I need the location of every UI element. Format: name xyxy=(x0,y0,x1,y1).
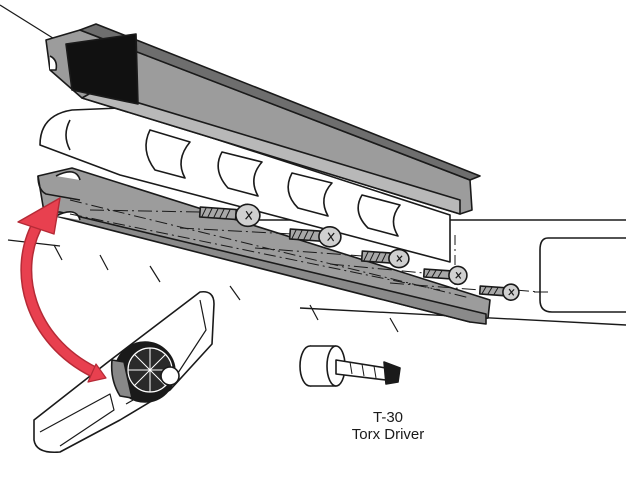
gear-assembly-icon xyxy=(33,290,215,454)
leader-line xyxy=(0,4,57,41)
lower-bracket xyxy=(7,167,491,325)
dark-block xyxy=(65,33,139,105)
tool-caption: T-30 Torx Driver xyxy=(318,409,458,443)
tool-size-label: T-30 xyxy=(372,409,403,426)
tool-name-label: Torx Driver xyxy=(351,426,425,443)
screw-icon xyxy=(360,248,410,269)
screw-icon xyxy=(478,283,520,301)
curved-arrow-icon xyxy=(17,197,107,383)
roller-module xyxy=(39,107,451,333)
screw-icon xyxy=(422,265,468,286)
screw-icon xyxy=(198,203,261,228)
top-channel-bracket xyxy=(45,23,481,215)
torx-driver-icon xyxy=(299,345,401,387)
screw-icon xyxy=(288,225,342,248)
